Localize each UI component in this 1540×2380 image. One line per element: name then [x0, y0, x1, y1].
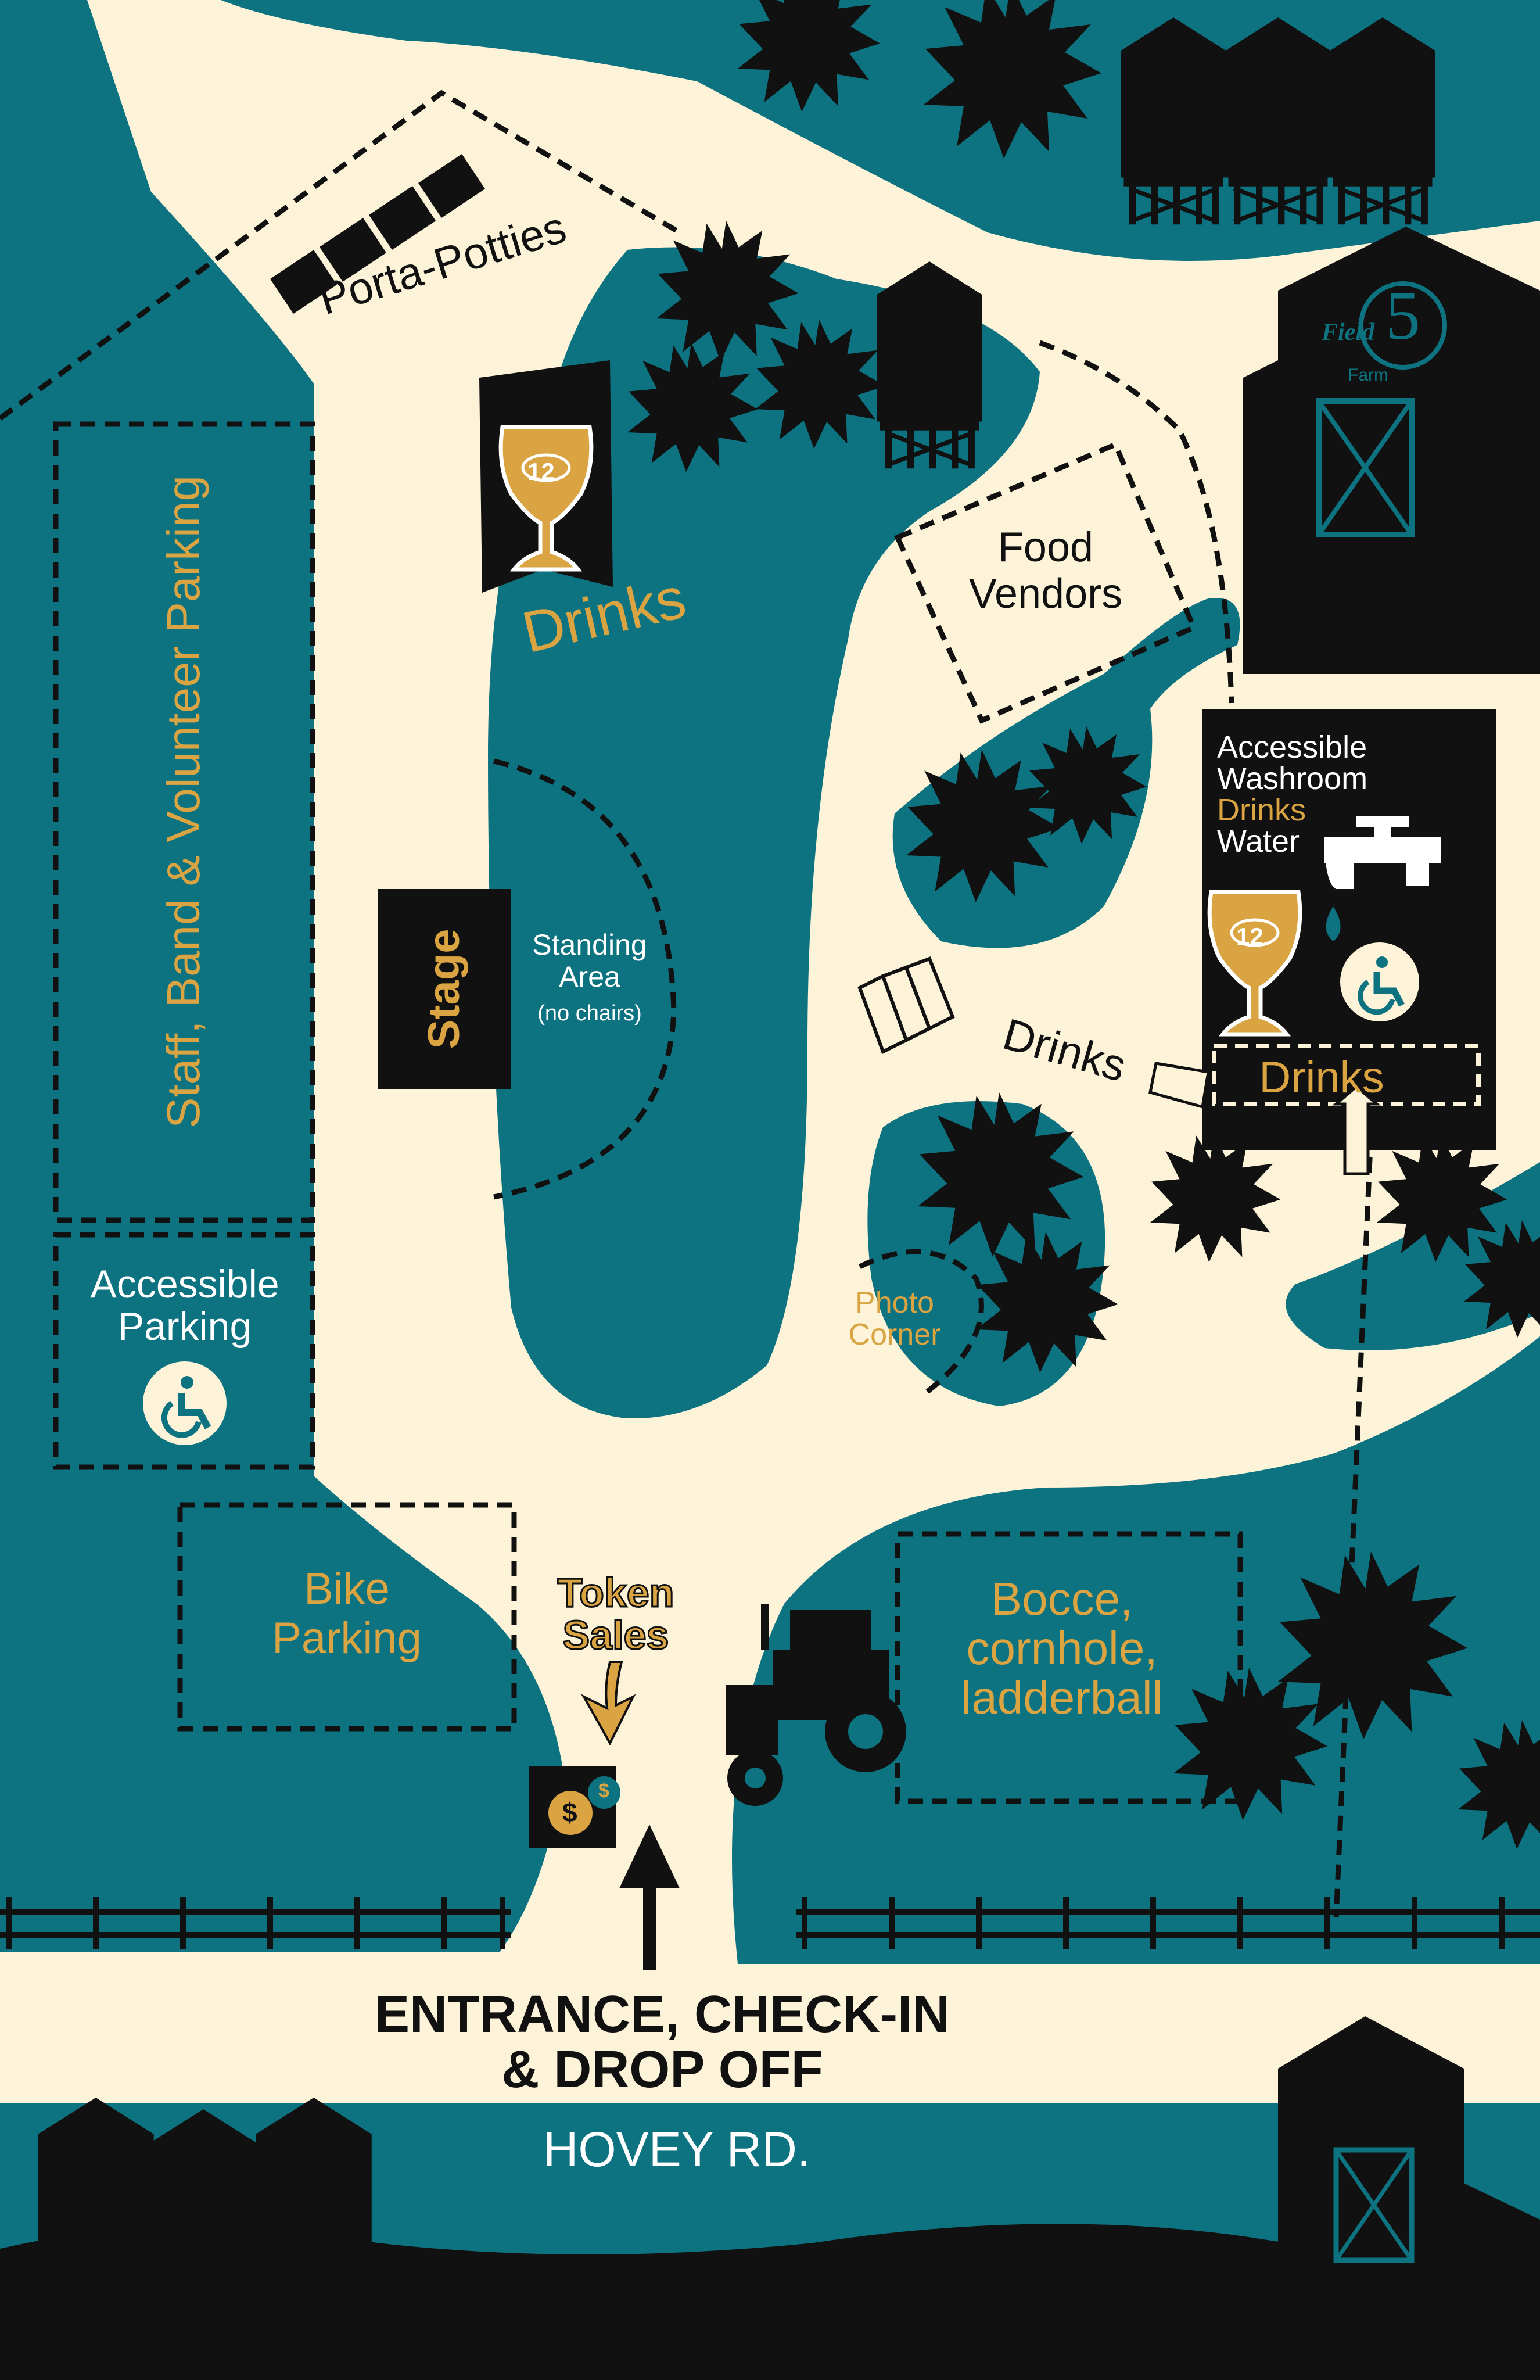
bottom-ground — [0, 2224, 1540, 2380]
fence-left — [0, 1897, 511, 1949]
coins-icon — [548, 1776, 620, 1835]
bike-parking-line2: Parking — [272, 1614, 422, 1663]
stage-block — [378, 889, 511, 1089]
token-sales-arrow-icon — [581, 1661, 636, 1746]
farm-name-label: Field — [1322, 319, 1374, 346]
accessible-parking-line2: Parking — [117, 1304, 252, 1349]
wheelchair-icon-washroom — [1340, 942, 1419, 1021]
bike-parking-box — [177, 1502, 517, 1732]
games-line2: cornhole, — [966, 1622, 1158, 1674]
drinks-bar-label: Drinks — [1259, 1053, 1384, 1102]
porta-potties — [270, 154, 485, 314]
entrance-arrow-icon — [619, 1825, 680, 1970]
washroom-line1: Accessible — [1217, 730, 1367, 765]
path-top-left — [0, 89, 681, 421]
accessible-parking-line1: Accessible — [90, 1262, 279, 1306]
entrance-line2: & DROP OFF — [501, 2041, 823, 2099]
photo-corner-arc — [858, 1249, 984, 1397]
glass-logo-washroom: 12 — [1236, 923, 1263, 950]
bottom-right-field — [732, 1336, 1540, 1964]
fence-right — [796, 1897, 1540, 1949]
staff-parking-label: Staff, Band & Volunteer Parking — [157, 475, 209, 1128]
wheelchair-icon-parking — [143, 1361, 227, 1445]
photo-backdrop — [857, 956, 955, 1055]
tractor-icon — [726, 1604, 906, 1806]
glass-logo-top: 12 — [527, 458, 555, 485]
path-right-down — [1333, 1132, 1374, 1918]
washroom-line2: Washroom — [1217, 761, 1368, 796]
standing-area-line2: Area — [559, 960, 620, 993]
farm-sub-label: Farm — [1348, 365, 1388, 385]
road-label: HOVEY RD. — [543, 2122, 811, 2177]
token-sales-line2: Sales — [562, 1612, 670, 1658]
stage-label: Stage — [419, 929, 469, 1049]
food-vendors-box — [893, 441, 1197, 724]
path-top-right — [1039, 340, 1234, 704]
standing-area-arc — [493, 758, 677, 1200]
grain-silo-icon-bottom — [38, 2098, 372, 2338]
photo-corner-line1: Photo — [855, 1286, 934, 1320]
washroom-line4: Water — [1217, 824, 1300, 859]
bike-parking-line1: Bike — [304, 1564, 390, 1614]
token-symbol-1: $ — [562, 1797, 577, 1827]
central-field — [488, 247, 1040, 1418]
farm-number-label: 5 — [1385, 277, 1420, 354]
entrance-line1: ENTRANCE, CHECK-IN — [375, 1985, 950, 2044]
staff-parking-box — [53, 421, 315, 1223]
drinks-bar-arrow-icon — [1332, 1084, 1381, 1175]
washroom-line3: Drinks — [1217, 793, 1306, 827]
photo-corner-line2: Corner — [848, 1318, 941, 1352]
barn-icon-top — [1243, 227, 1540, 674]
barn-icon-bottom — [1278, 2016, 1540, 2380]
food-vendors-line1: Food — [997, 524, 1094, 571]
games-line1: Bocce, — [990, 1573, 1133, 1625]
water-drop-icon — [1326, 906, 1341, 941]
faucet-icon — [1324, 816, 1441, 889]
games-box — [895, 1531, 1243, 1804]
beer-glass-icon-washroom — [1207, 890, 1302, 1037]
left-field — [0, 0, 563, 1952]
beer-glass-icon-top — [498, 425, 594, 572]
standing-area-line1: Standing — [532, 929, 647, 961]
games-line3: ladderball — [961, 1672, 1163, 1723]
token-sales-line1: Token — [557, 1570, 675, 1615]
token-symbol-2: $ — [598, 1780, 609, 1802]
drinks-pointer-icon — [1148, 1062, 1210, 1109]
food-vendors-line2: Vendors — [968, 571, 1123, 617]
accessible-parking-box — [53, 1232, 315, 1470]
standing-area-note: (no chairs) — [537, 1001, 642, 1026]
